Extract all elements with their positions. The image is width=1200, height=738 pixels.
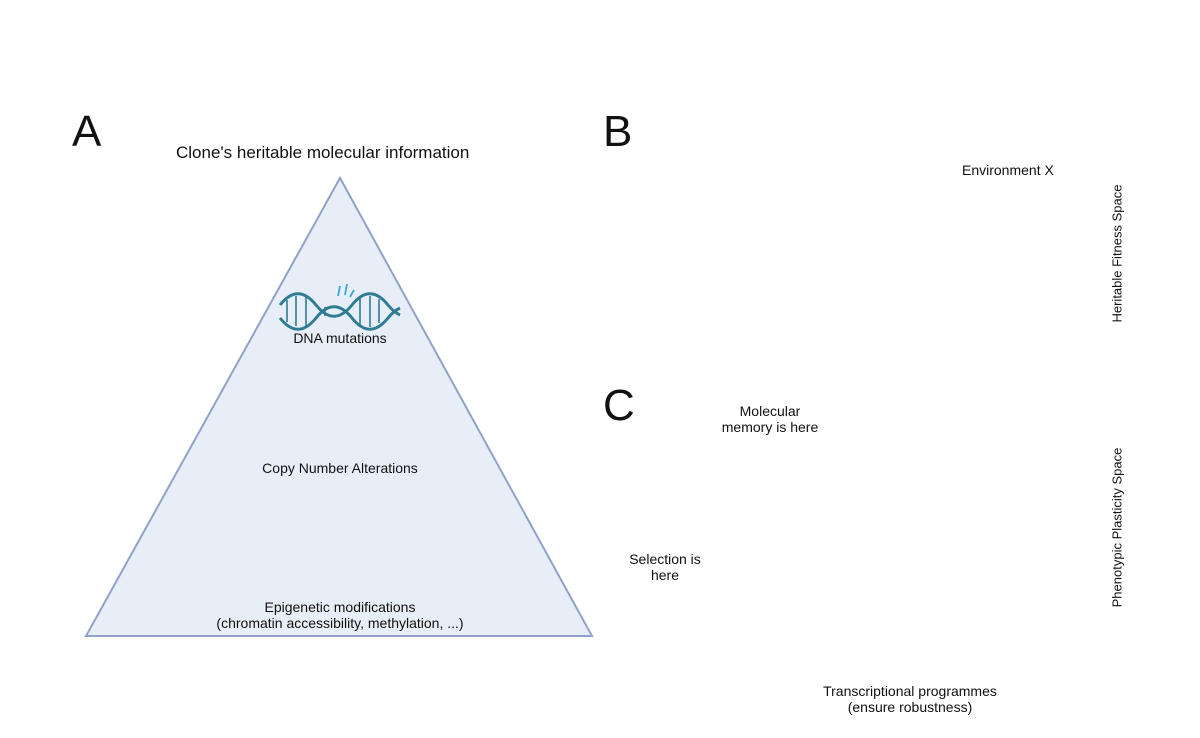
- epigenetic-label-line1: Epigenetic modifications: [264, 599, 416, 615]
- panel-letter-c: C: [603, 381, 635, 430]
- phenotypic-plasticity-axis-label: Phenotypic Plasticity Space: [1109, 447, 1125, 608]
- panel-a-title: Clone's heritable molecular information: [176, 143, 470, 162]
- dna-mutations-label: DNA mutations: [293, 330, 387, 346]
- transcriptional-label-line1: Transcriptional programmes: [823, 683, 997, 699]
- selection-label-line2: here: [650, 567, 680, 583]
- selection-label-line1: Selection is: [629, 551, 701, 567]
- heritable-fitness-axis-label: Heritable Fitness Space: [1109, 184, 1125, 323]
- information-triangle: [84, 175, 594, 637]
- copy-number-label: Copy Number Alterations: [262, 460, 418, 476]
- dna-helix-icon: [278, 283, 401, 331]
- panel-letter-a: A: [72, 107, 102, 156]
- molecular-memory-label-line1: Molecular: [739, 403, 801, 419]
- panel-letter-b: B: [603, 107, 633, 156]
- transcriptional-label-line2: (ensure robustness): [847, 699, 973, 715]
- molecular-memory-label-line2: memory is here: [721, 419, 819, 435]
- environment-label: Environment X: [962, 162, 1054, 178]
- epigenetic-label-line2: (chromatin accessibility, methylation, .…: [216, 615, 464, 631]
